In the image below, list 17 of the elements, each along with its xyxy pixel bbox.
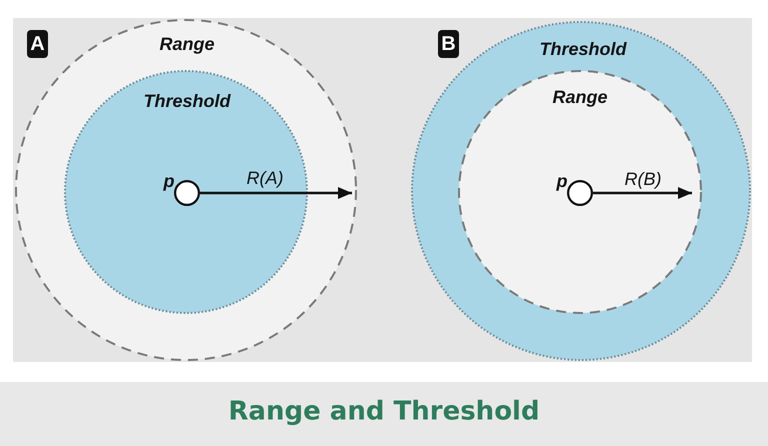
point-label: p [164,172,174,192]
range-circle [458,70,702,314]
region-label: Threshold [144,92,230,112]
arrow [200,187,352,199]
threshold-circle [411,21,751,361]
point-label: p [556,172,568,192]
panel-letter: B [438,30,459,58]
panel-letter: A [27,30,48,58]
threshold-circle [64,70,308,314]
edge-label: R(B) [624,170,662,190]
caption: Range and Threshold [228,398,540,426]
region-label: Range [160,35,214,55]
arrow [593,187,692,199]
edge-label: R(A) [246,169,284,189]
region-label: Range [552,88,608,108]
region-label: Threshold [540,40,626,60]
range-circle [15,19,357,361]
